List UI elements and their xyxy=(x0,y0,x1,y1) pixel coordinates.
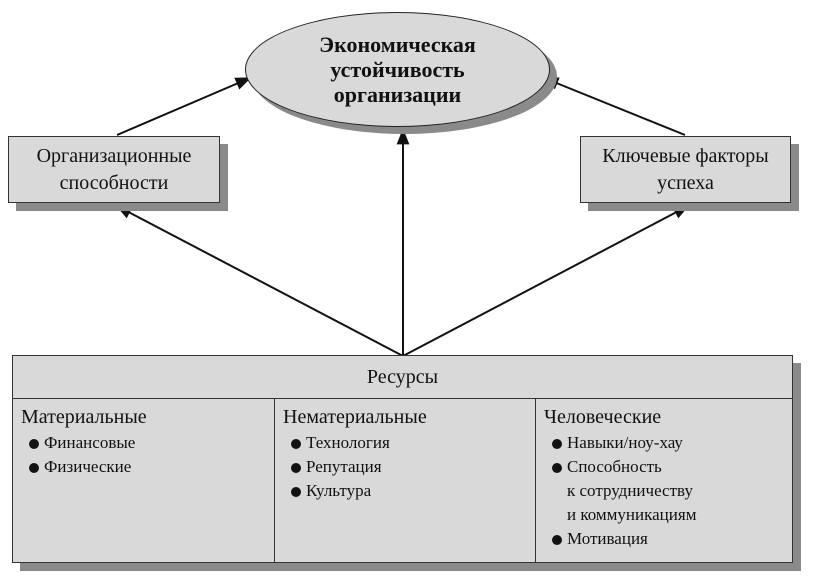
arrow-resources-to-right xyxy=(402,205,690,357)
organizational-capabilities-label: Организационные способности xyxy=(36,144,192,194)
list-item: Культура xyxy=(291,479,527,503)
resources-column-human: Человеческие Навыки/ноу-хау Способность … xyxy=(536,399,792,562)
key-success-factors-box: Ключевые факторы успеха xyxy=(580,136,791,203)
column-heading: Нематериальные xyxy=(283,406,427,428)
goal-label: Экономическая устойчивость организации xyxy=(319,32,476,107)
arrow-left-to-goal xyxy=(116,77,252,136)
organizational-capabilities-box: Организационные способности xyxy=(8,136,220,203)
key-success-factors-label: Ключевые факторы успеха xyxy=(602,144,769,194)
resources-column-intangible: Нематериальные Технология Репутация Куль… xyxy=(275,399,536,562)
resources-title: Ресурсы xyxy=(13,356,792,399)
resources-box: Ресурсы Материальные Финансовые Физическ… xyxy=(12,355,793,563)
list-item: Мотивация xyxy=(552,527,784,551)
column-heading: Человеческие xyxy=(544,406,662,428)
resources-column-material: Материальные Финансовые Физические xyxy=(13,399,275,562)
list-item: Способность к сотрудничеству и коммуника… xyxy=(552,455,784,527)
list-item: Физические xyxy=(29,455,266,479)
list-item: Технология xyxy=(291,431,527,455)
column-heading: Материальные xyxy=(21,406,147,428)
list-item: Навыки/ноу-хау xyxy=(552,431,784,455)
list-item: Финансовые xyxy=(29,431,266,455)
arrow-right-to-goal xyxy=(542,77,686,136)
arrow-resources-to-left xyxy=(115,205,404,357)
list-item: Репутация xyxy=(291,455,527,479)
goal-ellipse: Экономическая устойчивость организации xyxy=(245,12,550,127)
